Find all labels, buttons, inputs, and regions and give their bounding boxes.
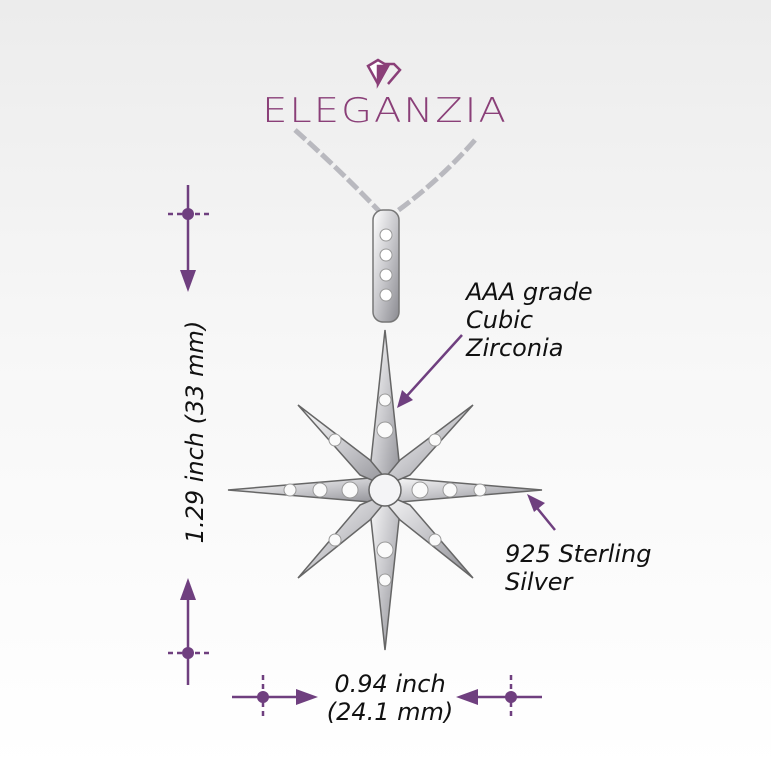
stone-pointer-arrow-icon <box>397 334 463 408</box>
chain <box>293 128 477 215</box>
width-left-arrow-icon <box>232 675 318 720</box>
width-mm: (24.1 mm) <box>326 698 454 726</box>
pendant-bail <box>372 209 400 323</box>
stone-line-3: Zirconia <box>466 334 564 362</box>
height-bottom-arrow-icon <box>168 578 210 685</box>
stone-annotation: AAA grade Cubic Zirconia <box>466 278 593 362</box>
stone-line-1: AAA grade <box>466 278 593 306</box>
stone-line-2: Cubic <box>466 306 534 334</box>
width-inches: 0.94 inch <box>334 670 446 698</box>
brand-logo: ELEGANZIA <box>262 91 508 131</box>
width-right-arrow-icon <box>456 675 542 720</box>
metal-pointer-arrow-icon <box>527 494 556 531</box>
width-dimension: 0.94 inch (24.1 mm) <box>320 670 460 726</box>
metal-line-1: 925 Sterling <box>505 540 652 568</box>
height-dimension: 1.29 inch (33 mm) <box>181 320 209 544</box>
metal-line-2: Silver <box>505 568 573 596</box>
diamond-logo-icon <box>366 58 402 89</box>
height-top-arrow-icon <box>168 185 210 292</box>
star-pendant <box>227 329 543 651</box>
metal-annotation: 925 Sterling Silver <box>505 540 652 596</box>
